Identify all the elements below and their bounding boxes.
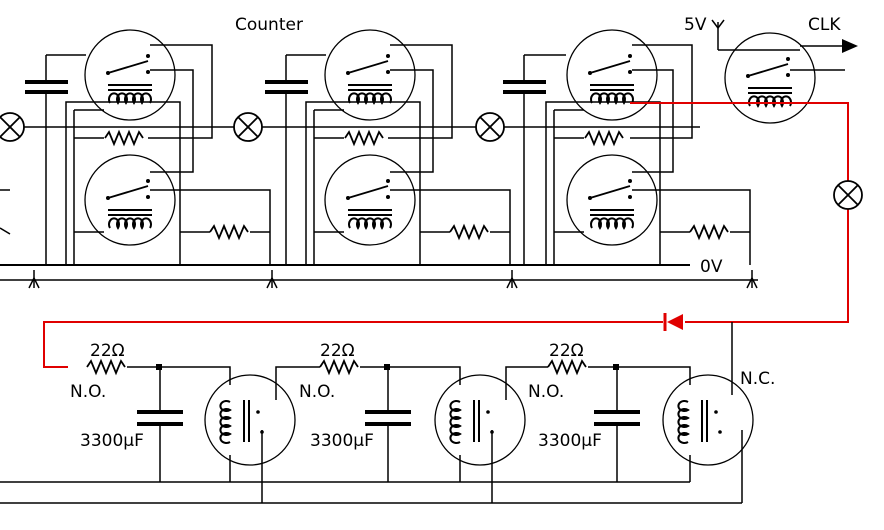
clock-loop-highlight [43,102,863,395]
lamp-chain [0,112,700,142]
lamp-4-icon [833,180,863,210]
counter-stage-2 [265,29,511,265]
lamp-2-icon [233,112,263,142]
ground-label: 0V [700,257,723,277]
contact-1-label: N.O. [70,382,106,402]
delay-line [0,360,754,504]
delay-relay-1-icon [204,374,296,466]
contact-2-label: N.O. [299,382,335,402]
clock-relay-icon [724,32,816,124]
relay-3a-icon [566,29,658,121]
counter-stage-1 [0,29,271,265]
contact-nc-label: N.C. [740,369,775,389]
lamp-3-icon [475,112,505,142]
capacitor-1-label: 3300μF [80,431,144,451]
arrow-right-icon [842,39,858,53]
relay-1a-icon [84,29,176,121]
relay-2a-icon [324,29,416,121]
counter-stage-3 [503,29,751,265]
lamp-1-icon [0,112,25,142]
clock-label: CLK [808,15,841,35]
title-label: Counter [235,15,303,35]
labels: Counter 5V CLK 0V 22Ω 22Ω 22Ω N.O. N.O. … [70,15,841,451]
supply-label: 5V [684,15,707,35]
capacitor-3-label: 3300μF [538,431,602,451]
contact-3-label: N.O. [528,382,564,402]
ground-rail [0,264,758,289]
resistor-3-label: 22Ω [549,341,584,361]
resistor-2-label: 22Ω [320,341,355,361]
diode-icon [667,314,683,330]
clock-relay [711,19,858,124]
resistor-1-label: 22Ω [90,341,125,361]
capacitor-2-label: 3300μF [310,431,374,451]
delay-relay-2-icon [434,374,526,466]
